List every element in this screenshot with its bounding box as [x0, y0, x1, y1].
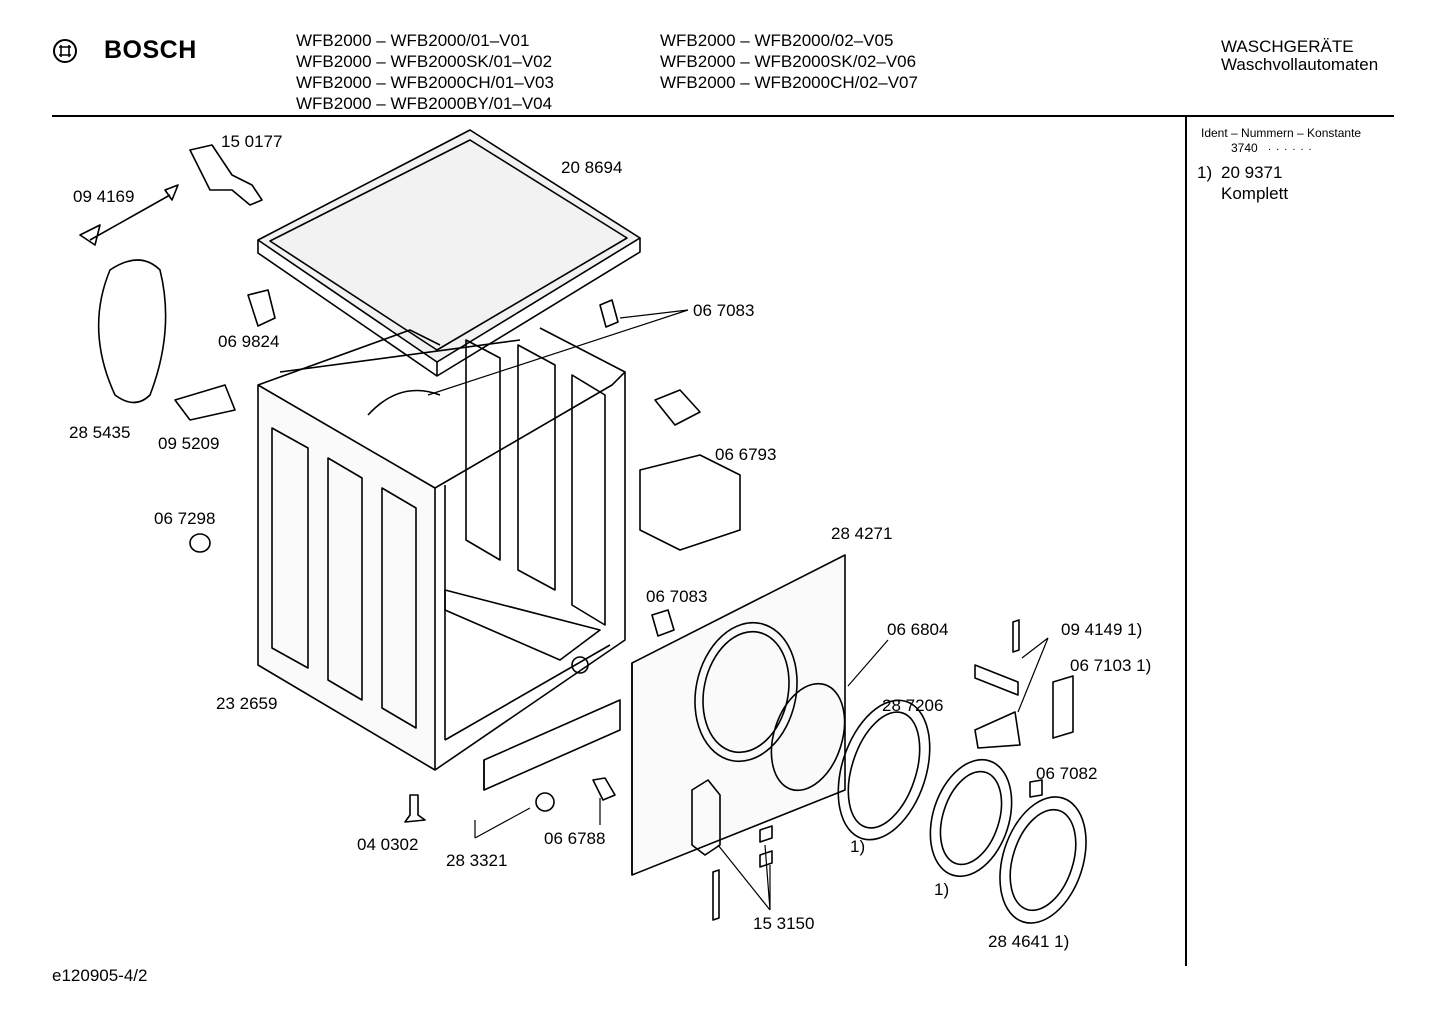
part-label: 06 6788	[544, 829, 605, 848]
part-label: 28 3321	[446, 851, 507, 870]
spanner-part	[79, 184, 179, 246]
part-label: 06 7083	[646, 587, 707, 606]
part-label: 06 9824	[218, 332, 279, 351]
part-label: 06 6804	[887, 620, 948, 639]
leader-094149	[1017, 637, 1049, 713]
front-panel-part	[631, 554, 846, 876]
part-label: 09 5209	[158, 434, 219, 453]
part-label: 06 7082	[1036, 764, 1097, 783]
document-id: e120905-4/2	[52, 966, 148, 985]
model-line: WFB2000 – WFB2000SK/01–V02	[296, 52, 553, 71]
model-list-right: WFB2000 – WFB2000/02–V05 WFB2000 – WFB20…	[660, 30, 918, 93]
part-label: 23 2659	[216, 694, 277, 713]
part-label: 20 8694	[561, 158, 622, 177]
top-cover-part	[257, 129, 641, 377]
note-marker: 1)	[1197, 163, 1213, 182]
door-lock-part	[639, 454, 741, 551]
model-list-left: WFB2000 – WFB2000/01–V01 WFB2000 – WFB20…	[296, 30, 554, 114]
filter-part	[189, 144, 263, 206]
model-line: WFB2000 – WFB2000/02–V05	[660, 31, 894, 50]
pump-knob-part	[592, 777, 616, 801]
brand-name: BOSCH	[104, 36, 197, 64]
part-label: 28 4641 1)	[988, 932, 1069, 951]
leader-153150	[717, 844, 771, 911]
category-subtitle: Waschvollautomaten	[1221, 55, 1379, 74]
category-block: WASCHGERÄTE Waschvollautomaten	[1221, 38, 1378, 74]
screw-part	[535, 792, 555, 812]
part-label: 28 7206	[882, 696, 943, 715]
small-block-part	[1029, 779, 1043, 798]
part-label: 06 7083	[693, 301, 754, 320]
part-label: 04 0302	[357, 835, 418, 854]
note-part-number: 20 9371	[1221, 163, 1283, 182]
model-line: WFB2000 – WFB2000BY/01–V04	[296, 94, 553, 113]
lever-part	[974, 664, 1019, 696]
part-label: 28 5435	[69, 423, 130, 442]
ident-heading: Ident – Nummern – Konstante	[1201, 126, 1362, 140]
model-line: WFB2000 – WFB2000CH/01–V03	[296, 73, 554, 92]
bosch-armature-icon	[53, 39, 77, 63]
plinth-strip-part	[483, 699, 621, 791]
rod-part	[712, 869, 720, 921]
leader-283321	[474, 807, 531, 839]
hook-plate-part	[1052, 675, 1074, 739]
part-label: 06 7103 1)	[1070, 656, 1151, 675]
foot-cap-part	[189, 533, 211, 553]
leader-066804	[847, 639, 889, 687]
note-label: 1)	[934, 880, 949, 899]
model-line: WFB2000 – WFB2000/01–V01	[296, 31, 530, 50]
knob-part	[651, 609, 675, 637]
note-label: 1)	[850, 837, 865, 856]
door-assembly-part	[837, 699, 1087, 924]
part-label: 06 6793	[715, 445, 776, 464]
part-label: 06 7298	[154, 509, 215, 528]
part-label: 15 3150	[753, 914, 814, 933]
seal-wire-part	[770, 682, 846, 792]
header-divider	[52, 115, 1394, 117]
model-line: WFB2000 – WFB2000CH/02–V07	[660, 73, 918, 92]
part-label: 28 4271	[831, 524, 892, 543]
bracket-part	[174, 384, 236, 421]
lock-part	[654, 389, 701, 426]
model-line: WFB2000 – WFB2000SK/02–V06	[660, 52, 917, 71]
note-description: Komplett	[1221, 184, 1289, 203]
category-title: WASCHGERÄTE	[1221, 37, 1354, 56]
part-label: 09 4169	[73, 187, 134, 206]
ident-dots: . . . . . .	[1268, 141, 1313, 153]
leader-067083a	[427, 309, 689, 396]
adjustable-foot-part	[404, 794, 426, 823]
ident-constant: 3740	[1231, 141, 1258, 155]
spring-part	[974, 711, 1021, 749]
cabinet-frame-part	[257, 327, 626, 771]
hose-part	[97, 259, 167, 404]
part-label: 09 4149 1)	[1061, 620, 1142, 639]
pin-part	[1012, 619, 1020, 653]
retainer-part	[759, 825, 773, 868]
part-label: 15 0177	[221, 132, 282, 151]
sidebar-divider	[1185, 116, 1187, 966]
hinge-clip-part	[599, 299, 619, 328]
clip-part	[247, 289, 276, 327]
